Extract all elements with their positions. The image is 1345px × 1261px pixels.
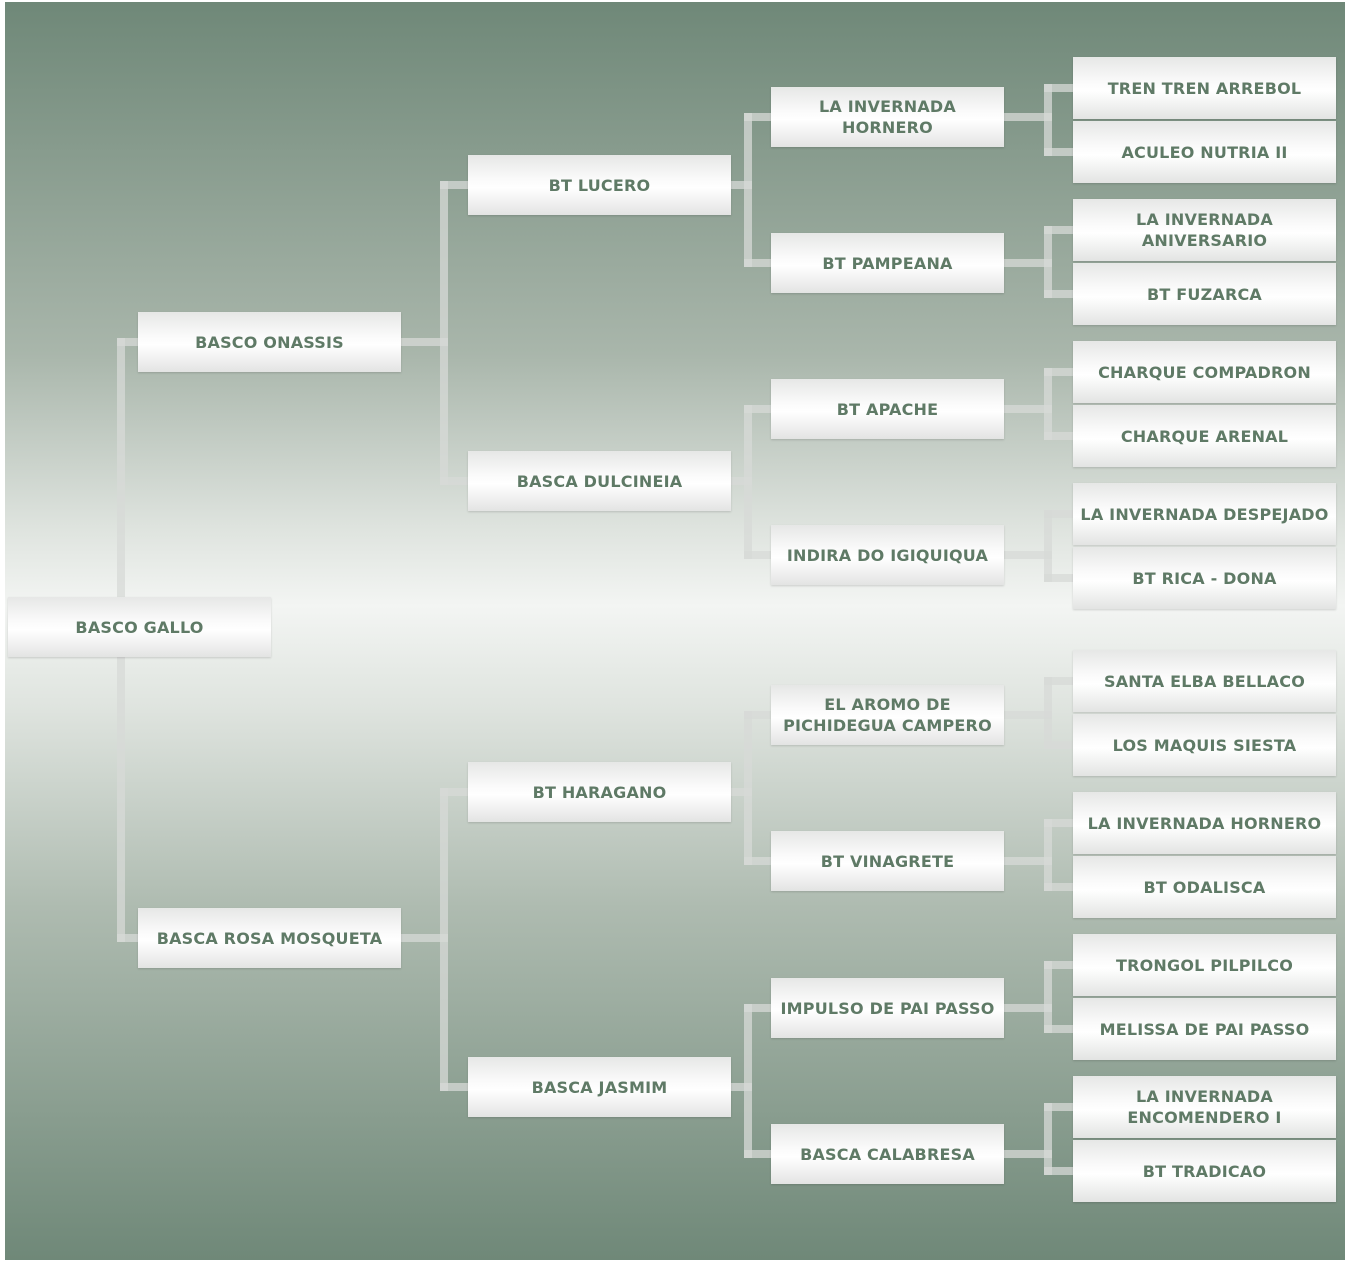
connector-line	[1044, 883, 1073, 891]
connector-line	[440, 181, 468, 189]
connector-line	[731, 477, 752, 485]
pedigree-node-gen4[interactable]: TRONGOL PILPILCO	[1073, 934, 1336, 996]
pedigree-chart: BASCO GALLO BASCO ONASSIS BASCA ROSA MOSQU…	[5, 2, 1345, 1260]
pedigree-node-gen2[interactable]: BT HARAGANO	[468, 762, 731, 822]
connector-line	[744, 711, 752, 865]
pedigree-node-gen2[interactable]: BT LUCERO	[468, 155, 731, 215]
connector-line	[1044, 1103, 1052, 1175]
connector-line	[117, 934, 138, 942]
pedigree-node-gen4[interactable]: LOS MAQUIS SIESTA	[1073, 714, 1336, 776]
connector-line	[1044, 84, 1073, 92]
pedigree-node-gen3[interactable]: IMPULSO DE PAI PASSO	[771, 978, 1004, 1038]
connector-line	[401, 934, 448, 942]
pedigree-node-gen4[interactable]: ACULEO NUTRIA II	[1073, 121, 1336, 183]
connector-line	[117, 338, 138, 346]
connector-line	[1044, 1167, 1073, 1175]
pedigree-node-gen3[interactable]: EL AROMO DE PICHIDEGUA CAMPERO	[771, 685, 1004, 745]
pedigree-node-gen1[interactable]: BASCO ONASSIS	[138, 312, 401, 372]
connector-line	[744, 711, 771, 719]
pedigree-node-gen3[interactable]: BT PAMPEANA	[771, 233, 1004, 293]
connector-line	[744, 1004, 752, 1158]
pedigree-node-gen4[interactable]: TREN TREN ARREBOL	[1073, 57, 1336, 119]
pedigree-node-gen4[interactable]: SANTA ELBA BELLACO	[1073, 650, 1336, 712]
connector-line	[440, 788, 448, 1091]
connector-line	[1044, 574, 1073, 582]
connector-line	[1004, 551, 1052, 559]
pedigree-node-gen4[interactable]: LA INVERNADA DESPEJADO	[1073, 483, 1336, 545]
connector-line	[731, 788, 752, 796]
connector-line	[1044, 677, 1073, 685]
pedigree-node-gen3[interactable]: BT VINAGRETE	[771, 831, 1004, 891]
pedigree-node-gen4[interactable]: LA INVERNADA ENCOMENDERO I	[1073, 1076, 1336, 1138]
connector-line	[1044, 432, 1073, 440]
connector-line	[1004, 259, 1052, 267]
pedigree-node-gen4[interactable]: LA INVERNADA HORNERO	[1073, 792, 1336, 854]
connector-line	[1044, 677, 1052, 749]
pedigree-node-gen4[interactable]: BT ODALISCA	[1073, 856, 1336, 918]
pedigree-node-gen4[interactable]: BT RICA - DONA	[1073, 547, 1336, 609]
connector-line	[1044, 961, 1052, 1033]
pedigree-node-gen3[interactable]: BT APACHE	[771, 379, 1004, 439]
connector-line	[1044, 819, 1073, 827]
connector-line	[744, 405, 752, 559]
pedigree-node-gen3[interactable]: BASCA CALABRESA	[771, 1124, 1004, 1184]
connector-line	[1044, 819, 1052, 891]
connector-line	[1004, 113, 1052, 121]
connector-line	[401, 338, 448, 346]
connector-line	[744, 113, 771, 121]
connector-line	[1044, 510, 1052, 582]
connector-line	[1044, 290, 1073, 298]
connector-line	[744, 551, 771, 559]
connector-line	[1004, 405, 1052, 413]
connector-line	[440, 181, 448, 485]
pedigree-node-gen4[interactable]: BT TRADICAO	[1073, 1140, 1336, 1202]
connector-line	[1044, 1025, 1073, 1033]
pedigree-node-gen0[interactable]: BASCO GALLO	[8, 597, 271, 657]
connector-line	[1044, 741, 1073, 749]
connector-line	[1044, 226, 1052, 298]
connector-line	[744, 1150, 771, 1158]
connector-line	[1004, 857, 1052, 865]
pedigree-node-gen1[interactable]: BASCA ROSA MOSQUETA	[138, 908, 401, 968]
connector-line	[440, 477, 468, 485]
connector-line	[744, 1004, 771, 1012]
pedigree-node-gen4[interactable]: CHARQUE COMPADRON	[1073, 341, 1336, 403]
connector-line	[731, 181, 752, 189]
connector-line	[1004, 1004, 1052, 1012]
connector-line	[744, 113, 752, 267]
pedigree-node-gen2[interactable]: BASCA JASMIM	[468, 1057, 731, 1117]
connector-line	[1044, 1103, 1073, 1111]
connector-line	[744, 405, 771, 413]
connector-line	[440, 1083, 468, 1091]
connector-line	[1044, 961, 1073, 969]
connector-line	[1044, 510, 1073, 518]
connector-line	[1044, 84, 1052, 156]
connector-line	[1004, 1150, 1052, 1158]
pedigree-node-gen3[interactable]: INDIRA DO IGIQUIQUA	[771, 525, 1004, 585]
pedigree-node-gen4[interactable]: LA INVERNADA ANIVERSARIO	[1073, 199, 1336, 261]
pedigree-node-gen4[interactable]: CHARQUE ARENAL	[1073, 405, 1336, 467]
connector-line	[1004, 711, 1052, 719]
pedigree-node-gen3[interactable]: LA INVERNADA HORNERO	[771, 87, 1004, 147]
connector-line	[440, 788, 468, 796]
pedigree-node-gen4[interactable]: MELISSA DE PAI PASSO	[1073, 998, 1336, 1060]
connector-line	[1044, 148, 1073, 156]
pedigree-node-gen2[interactable]: BASCA DULCINEIA	[468, 451, 731, 511]
connector-line	[1044, 226, 1073, 234]
connector-line	[1044, 368, 1073, 376]
connector-line	[744, 259, 771, 267]
pedigree-node-gen4[interactable]: BT FUZARCA	[1073, 263, 1336, 325]
connector-line	[1044, 368, 1052, 440]
connector-line	[744, 857, 771, 865]
connector-line	[731, 1083, 752, 1091]
